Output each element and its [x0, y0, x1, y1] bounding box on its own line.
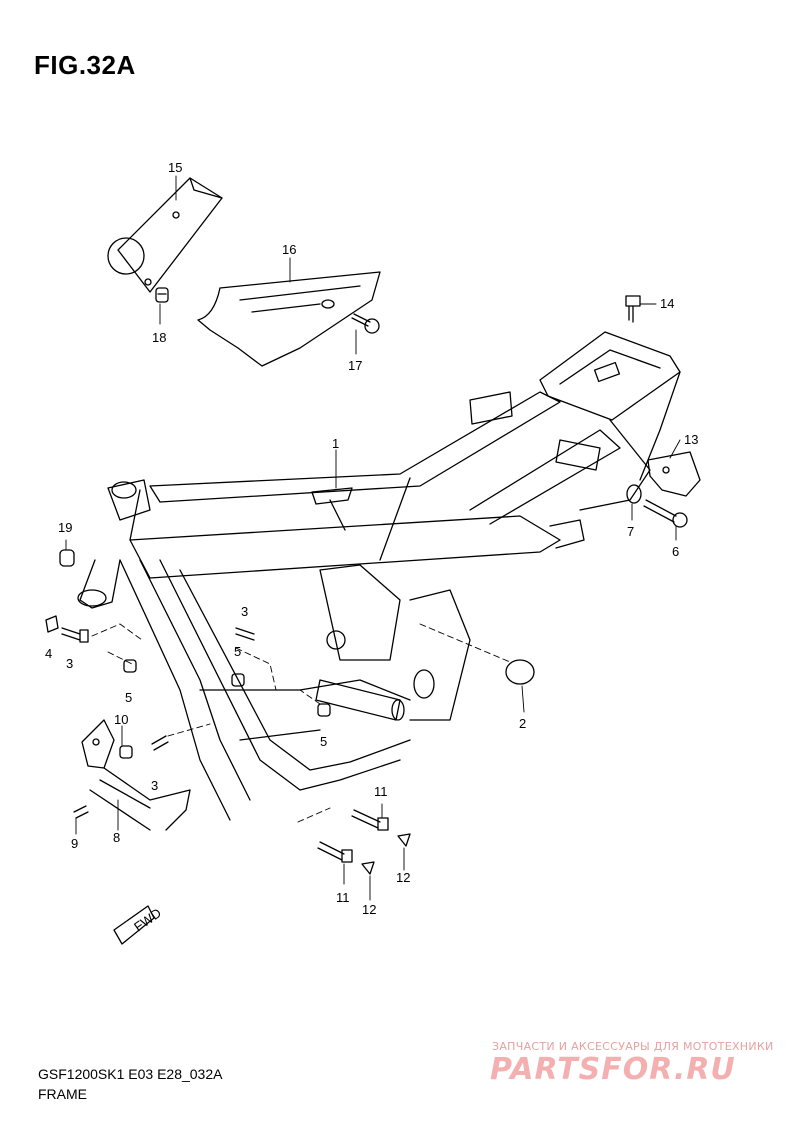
watermark-logo: PARTSFOR.RU [490, 1052, 736, 1087]
callout-5: 5 [320, 734, 327, 749]
callout-16: 16 [282, 242, 296, 257]
callout-5: 5 [125, 690, 132, 705]
callout-4: 4 [45, 646, 52, 661]
callout-8: 8 [113, 830, 120, 845]
callout-17: 17 [348, 358, 362, 373]
fwd-arrow-icon [113, 905, 155, 945]
callout-11: 11 [374, 784, 388, 799]
part-8-footrest-bracket [81, 719, 191, 831]
section-name: FRAME [38, 1086, 87, 1102]
model-code: GSF1200SK1 E03 E28_032A [38, 1066, 223, 1082]
callout-3: 3 [66, 656, 73, 671]
callout-5: 5 [234, 644, 241, 659]
part-11-bolt [317, 809, 389, 863]
part-3-bolt [61, 627, 255, 751]
part-15-bracket [107, 177, 223, 293]
callout-3: 3 [151, 778, 158, 793]
watermark-tagline: ЗАПЧАСТИ И АКСЕССУАРЫ ДЛЯ МОТОТЕХНИКИ [492, 1040, 774, 1053]
callout-12: 12 [362, 902, 376, 917]
part-17-screw [351, 313, 380, 334]
callout-3: 3 [241, 604, 248, 619]
part-19-nut [59, 549, 75, 567]
callout-6: 6 [672, 544, 679, 559]
part-14-bolt [625, 295, 641, 323]
part-4-washer [45, 615, 59, 633]
callout-19: 19 [58, 520, 72, 535]
part-16-side-cover [197, 271, 381, 367]
part-1-main-frame [77, 331, 681, 821]
callout-14: 14 [660, 296, 674, 311]
callout-15: 15 [168, 160, 182, 175]
part-2-plug [505, 659, 535, 685]
part-18-nut [155, 287, 169, 303]
part-13-bracket [647, 451, 701, 497]
part-12-grommet [361, 833, 411, 875]
part-10-nut [119, 745, 133, 759]
callout-11: 11 [336, 890, 350, 905]
figure-title: FIG.32A [34, 50, 136, 80]
part-9-bolt [73, 805, 89, 819]
callout-18: 18 [152, 330, 166, 345]
callout-12: 12 [396, 870, 410, 885]
fwd-label: FWD [131, 905, 164, 934]
part-5-nut [123, 659, 331, 717]
callout-2: 2 [519, 716, 526, 731]
callout-10: 10 [114, 712, 128, 727]
callout-7: 7 [627, 524, 634, 539]
part-7-washer [626, 484, 642, 504]
callout-13: 13 [684, 432, 698, 447]
part-6-bolt [643, 499, 688, 528]
callout-1: 1 [332, 436, 339, 451]
callout-9: 9 [71, 836, 78, 851]
